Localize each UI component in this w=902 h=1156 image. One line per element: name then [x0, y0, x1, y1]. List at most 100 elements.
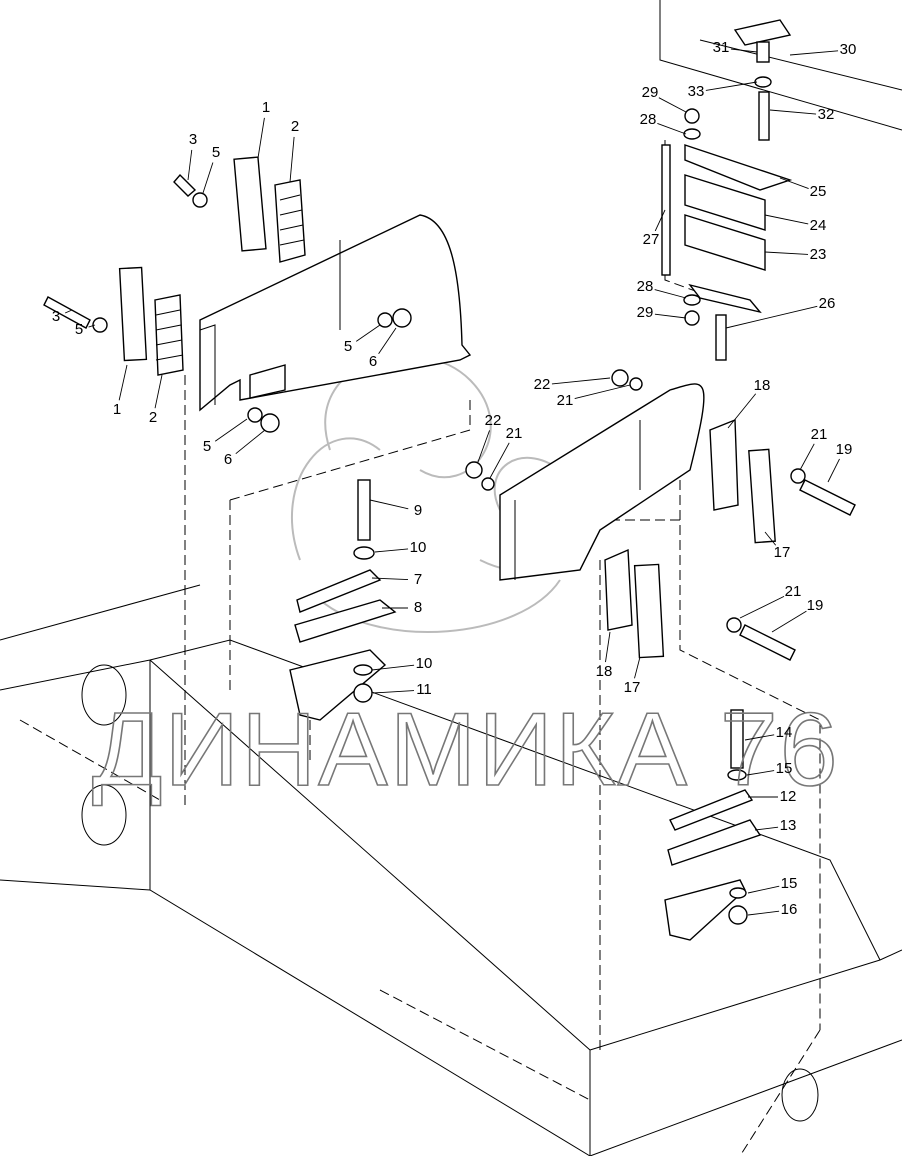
leader-line — [789, 50, 839, 56]
leader-line — [154, 374, 163, 409]
callout-22: 22 — [485, 412, 502, 429]
leader-line — [574, 384, 631, 400]
leader-line — [654, 313, 687, 319]
shield-plate-left — [199, 214, 472, 412]
callout-7: 7 — [414, 571, 422, 588]
callout-5: 5 — [212, 144, 220, 161]
leader-line — [754, 826, 779, 831]
callout-10: 10 — [416, 655, 433, 672]
leader-line — [739, 596, 785, 619]
callout-25: 25 — [810, 183, 827, 200]
callout-28: 28 — [637, 278, 654, 295]
leader-line — [764, 251, 809, 255]
leader-line — [257, 117, 265, 159]
callout-31: 31 — [713, 39, 730, 56]
leader-line — [551, 377, 611, 385]
leader-line — [730, 48, 758, 53]
callout-21: 21 — [811, 426, 828, 443]
leader-line — [489, 442, 510, 479]
leader-line — [371, 664, 415, 671]
leader-line — [725, 305, 818, 329]
callout-29: 29 — [637, 304, 654, 321]
callout-5: 5 — [75, 321, 83, 338]
clamp-set-right — [465, 369, 856, 661]
leader-line — [605, 631, 611, 663]
callout-21: 21 — [557, 392, 574, 409]
callout-16: 16 — [781, 901, 798, 918]
leader-line — [654, 289, 687, 299]
leader-line — [799, 443, 815, 471]
leader-line — [378, 327, 397, 354]
leader-line — [235, 429, 266, 455]
leader-line — [764, 214, 809, 225]
leader-line — [727, 393, 757, 429]
leader-line — [214, 418, 248, 442]
callout-8: 8 — [414, 599, 422, 616]
callout-12: 12 — [780, 788, 797, 805]
callout-30: 30 — [840, 41, 857, 58]
callout-1: 1 — [262, 99, 270, 116]
callout-19: 19 — [807, 597, 824, 614]
leader-line — [744, 734, 775, 741]
callout-32: 32 — [818, 106, 835, 123]
callout-9: 9 — [414, 502, 422, 519]
callout-26: 26 — [819, 295, 836, 312]
callout-3: 3 — [189, 131, 197, 148]
leader-line — [746, 770, 775, 776]
leader-line — [634, 656, 641, 679]
leader-line — [771, 610, 807, 633]
callout-3: 3 — [52, 308, 60, 325]
leader-line — [289, 136, 295, 183]
leader-line — [827, 458, 840, 483]
callout-19: 19 — [836, 441, 853, 458]
callout-15: 15 — [776, 760, 793, 777]
leader-line — [477, 430, 490, 463]
leader-line — [118, 364, 128, 401]
leader-line — [769, 109, 817, 115]
callout-28: 28 — [640, 111, 657, 128]
clamp-set-top-right — [661, 19, 793, 361]
callout-22: 22 — [534, 376, 551, 393]
callout-2: 2 — [291, 118, 299, 135]
leader-line — [654, 209, 666, 232]
callout-29: 29 — [642, 84, 659, 101]
callout-27: 27 — [643, 231, 660, 248]
shield-plate-right — [499, 383, 705, 581]
callout-1: 1 — [113, 401, 121, 418]
leader-line — [747, 910, 780, 916]
callout-21: 21 — [506, 425, 523, 442]
leader-line — [371, 577, 409, 581]
leader-line — [705, 81, 758, 91]
callout-24: 24 — [810, 217, 827, 234]
watermark-text: ДИНАМИКА 76 — [92, 692, 840, 808]
leader-line — [187, 149, 193, 181]
leader-line — [88, 324, 96, 328]
leader-line — [658, 97, 687, 113]
callout-11: 11 — [416, 681, 432, 698]
callout-5: 5 — [203, 438, 211, 455]
clamp-set-middle — [289, 479, 397, 721]
callout-18: 18 — [754, 377, 771, 394]
callout-5: 5 — [344, 338, 352, 355]
leader-line — [372, 690, 415, 694]
callout-33: 33 — [688, 83, 705, 100]
callout-6: 6 — [224, 451, 232, 468]
callout-18: 18 — [596, 663, 613, 680]
leader-line — [202, 162, 214, 194]
callout-13: 13 — [780, 817, 797, 834]
callout-6: 6 — [369, 353, 377, 370]
callout-15: 15 — [781, 875, 798, 892]
leader-line — [374, 548, 409, 553]
callout-14: 14 — [776, 724, 793, 741]
leader-line — [779, 177, 809, 189]
leader-line — [369, 499, 409, 510]
callout-21: 21 — [785, 583, 802, 600]
leader-line — [657, 123, 687, 135]
callout-10: 10 — [410, 539, 427, 556]
leader-line — [764, 531, 777, 546]
leader-line — [355, 324, 381, 342]
callout-17: 17 — [624, 679, 641, 696]
